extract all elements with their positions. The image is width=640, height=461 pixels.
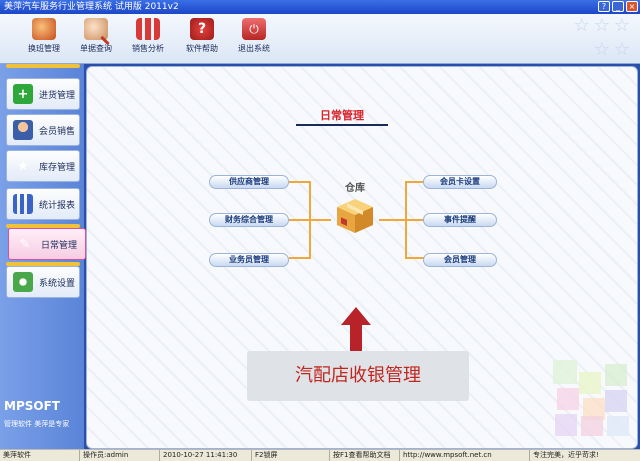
document-query-button[interactable]: 单据查询 xyxy=(74,18,118,60)
status-bar: 美萍软件 操作员:admin 2010-10-27 11:41:30 F2锁屏 … xyxy=(0,449,640,461)
sidebar-item-label: 日常管理 xyxy=(41,240,78,251)
warehouse-label: 仓库 xyxy=(345,183,365,194)
nav-divider xyxy=(6,262,80,266)
window-title: 美萍汽车服务行业管理系统 试用版 2011v2 xyxy=(4,2,179,12)
sidebar-item-label: 系统设置 xyxy=(39,278,76,289)
title-bar: 美萍汽车服务行业管理系统 试用版 2011v2 ? _ × xyxy=(0,0,640,14)
plus-icon: + xyxy=(13,84,33,104)
sales-analysis-button[interactable]: 销售分析 xyxy=(126,18,170,60)
status-website[interactable]: http://www.mpsoft.net.cn xyxy=(400,450,530,461)
title-underline xyxy=(296,124,388,126)
page-title: 日常管理 xyxy=(320,109,364,122)
left-bracket-middle xyxy=(289,219,311,221)
salesperson-management-button[interactable]: 业务员管理 xyxy=(209,253,289,267)
stars-decoration: ☆☆☆☆☆ xyxy=(573,15,634,60)
user-icon xyxy=(13,120,33,140)
status-lock: F2锁屏 xyxy=(252,450,330,461)
up-arrow-icon xyxy=(341,307,371,351)
brand-logo: MPSOFT xyxy=(4,399,60,413)
status-help: 按F1查看帮助文档 xyxy=(330,450,400,461)
minimize-button[interactable]: _ xyxy=(612,1,624,12)
window-controls: ? _ × xyxy=(598,1,638,12)
status-datetime: 2010-10-27 11:41:30 xyxy=(160,450,252,461)
handover-label: 换班管理 xyxy=(28,44,60,53)
search-icon xyxy=(84,18,108,40)
sidebar-item-inventory[interactable]: ★ 库存管理 xyxy=(6,150,80,182)
document-query-label: 单据查询 xyxy=(80,44,112,53)
sidebar-item-label: 会员销售 xyxy=(39,126,76,137)
nav-divider xyxy=(6,224,80,228)
sidebar-item-reports[interactable]: 统计报表 xyxy=(6,188,80,220)
status-app: 美萍软件 xyxy=(0,450,80,461)
software-help-label: 软件帮助 xyxy=(186,44,218,53)
left-connector xyxy=(311,219,331,221)
right-connector xyxy=(379,219,405,221)
brand-slogan: 管理软件 美萍是专家 xyxy=(4,420,70,428)
sidebar-item-purchase[interactable]: + 进货管理 xyxy=(6,78,80,110)
software-help-button[interactable]: ? 软件帮助 xyxy=(180,18,224,60)
help-window-button[interactable]: ? xyxy=(598,1,610,12)
close-button[interactable]: × xyxy=(626,1,638,12)
help-icon: ? xyxy=(190,18,214,40)
warehouse-box-icon xyxy=(337,199,373,233)
star-icon: ★ xyxy=(17,158,29,174)
report-icon xyxy=(13,194,33,214)
sidebar-item-settings[interactable]: 系统设置 xyxy=(6,266,80,298)
handover-button[interactable]: 换班管理 xyxy=(22,18,66,60)
gear-icon xyxy=(13,272,33,292)
promo-banner: 汽配店收银管理 xyxy=(247,351,469,401)
supplier-management-button[interactable]: 供应商管理 xyxy=(209,175,289,189)
event-reminder-button[interactable]: 事件提醒 xyxy=(423,213,497,227)
brush-icon: ✎ xyxy=(19,236,31,252)
sidebar-item-daily[interactable]: ✎ 日常管理 xyxy=(8,228,86,260)
sidebar-item-label: 库存管理 xyxy=(39,162,76,173)
sidebar-item-member-sales[interactable]: 会员销售 xyxy=(6,114,80,146)
member-management-button[interactable]: 会员管理 xyxy=(423,253,497,267)
cubes-decoration xyxy=(553,360,629,436)
sidebar-item-label: 进货管理 xyxy=(39,90,76,101)
bar-chart-icon xyxy=(136,18,160,40)
status-operator: 操作员:admin xyxy=(80,450,160,461)
brand: MPSOFT 管理软件 美萍是专家 xyxy=(4,399,82,429)
sidebar: + 进货管理 会员销售 ★ 库存管理 统计报表 ✎ 日常管理 系统设置 MPSO… xyxy=(0,64,86,449)
nav-divider xyxy=(6,64,80,68)
finance-management-button[interactable]: 财务综合管理 xyxy=(209,213,289,227)
sales-analysis-label: 销售分析 xyxy=(132,44,164,53)
status-motto: 专注完美，近乎苛求! xyxy=(533,451,599,459)
exit-system-label: 退出系统 xyxy=(238,44,270,53)
right-bracket-middle xyxy=(405,219,427,221)
exit-icon: ⏻ xyxy=(242,18,266,40)
toolbar: 换班管理 单据查询 销售分析 ? 软件帮助 ⏻ 退出系统 ☆☆☆☆☆ xyxy=(0,14,640,64)
handover-icon xyxy=(32,18,56,40)
member-card-settings-button[interactable]: 会员卡设置 xyxy=(423,175,497,189)
exit-system-button[interactable]: ⏻ 退出系统 xyxy=(232,18,276,60)
sidebar-item-label: 统计报表 xyxy=(39,200,76,211)
main-panel: 日常管理 供应商管理 财务综合管理 业务员管理 仓库 会员卡设置 事件提醒 会员… xyxy=(86,66,638,449)
